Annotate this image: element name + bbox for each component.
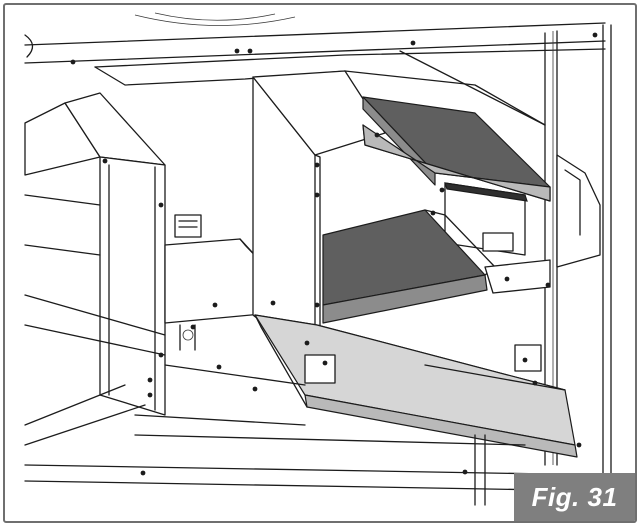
ceiling-structure [24,12,606,126]
technical-drawing [24,12,612,506]
middle-deflector [322,209,551,324]
base-structure [24,364,606,506]
figure-label: Fig. 31 [514,473,635,521]
top-deflector [362,96,551,202]
center-divider [252,70,386,368]
figure-frame: Fig. 31 [3,3,637,523]
bottom-tray [254,314,578,458]
left-baffle [24,92,166,446]
screw-dots [70,32,598,476]
side-bracket [444,154,601,268]
